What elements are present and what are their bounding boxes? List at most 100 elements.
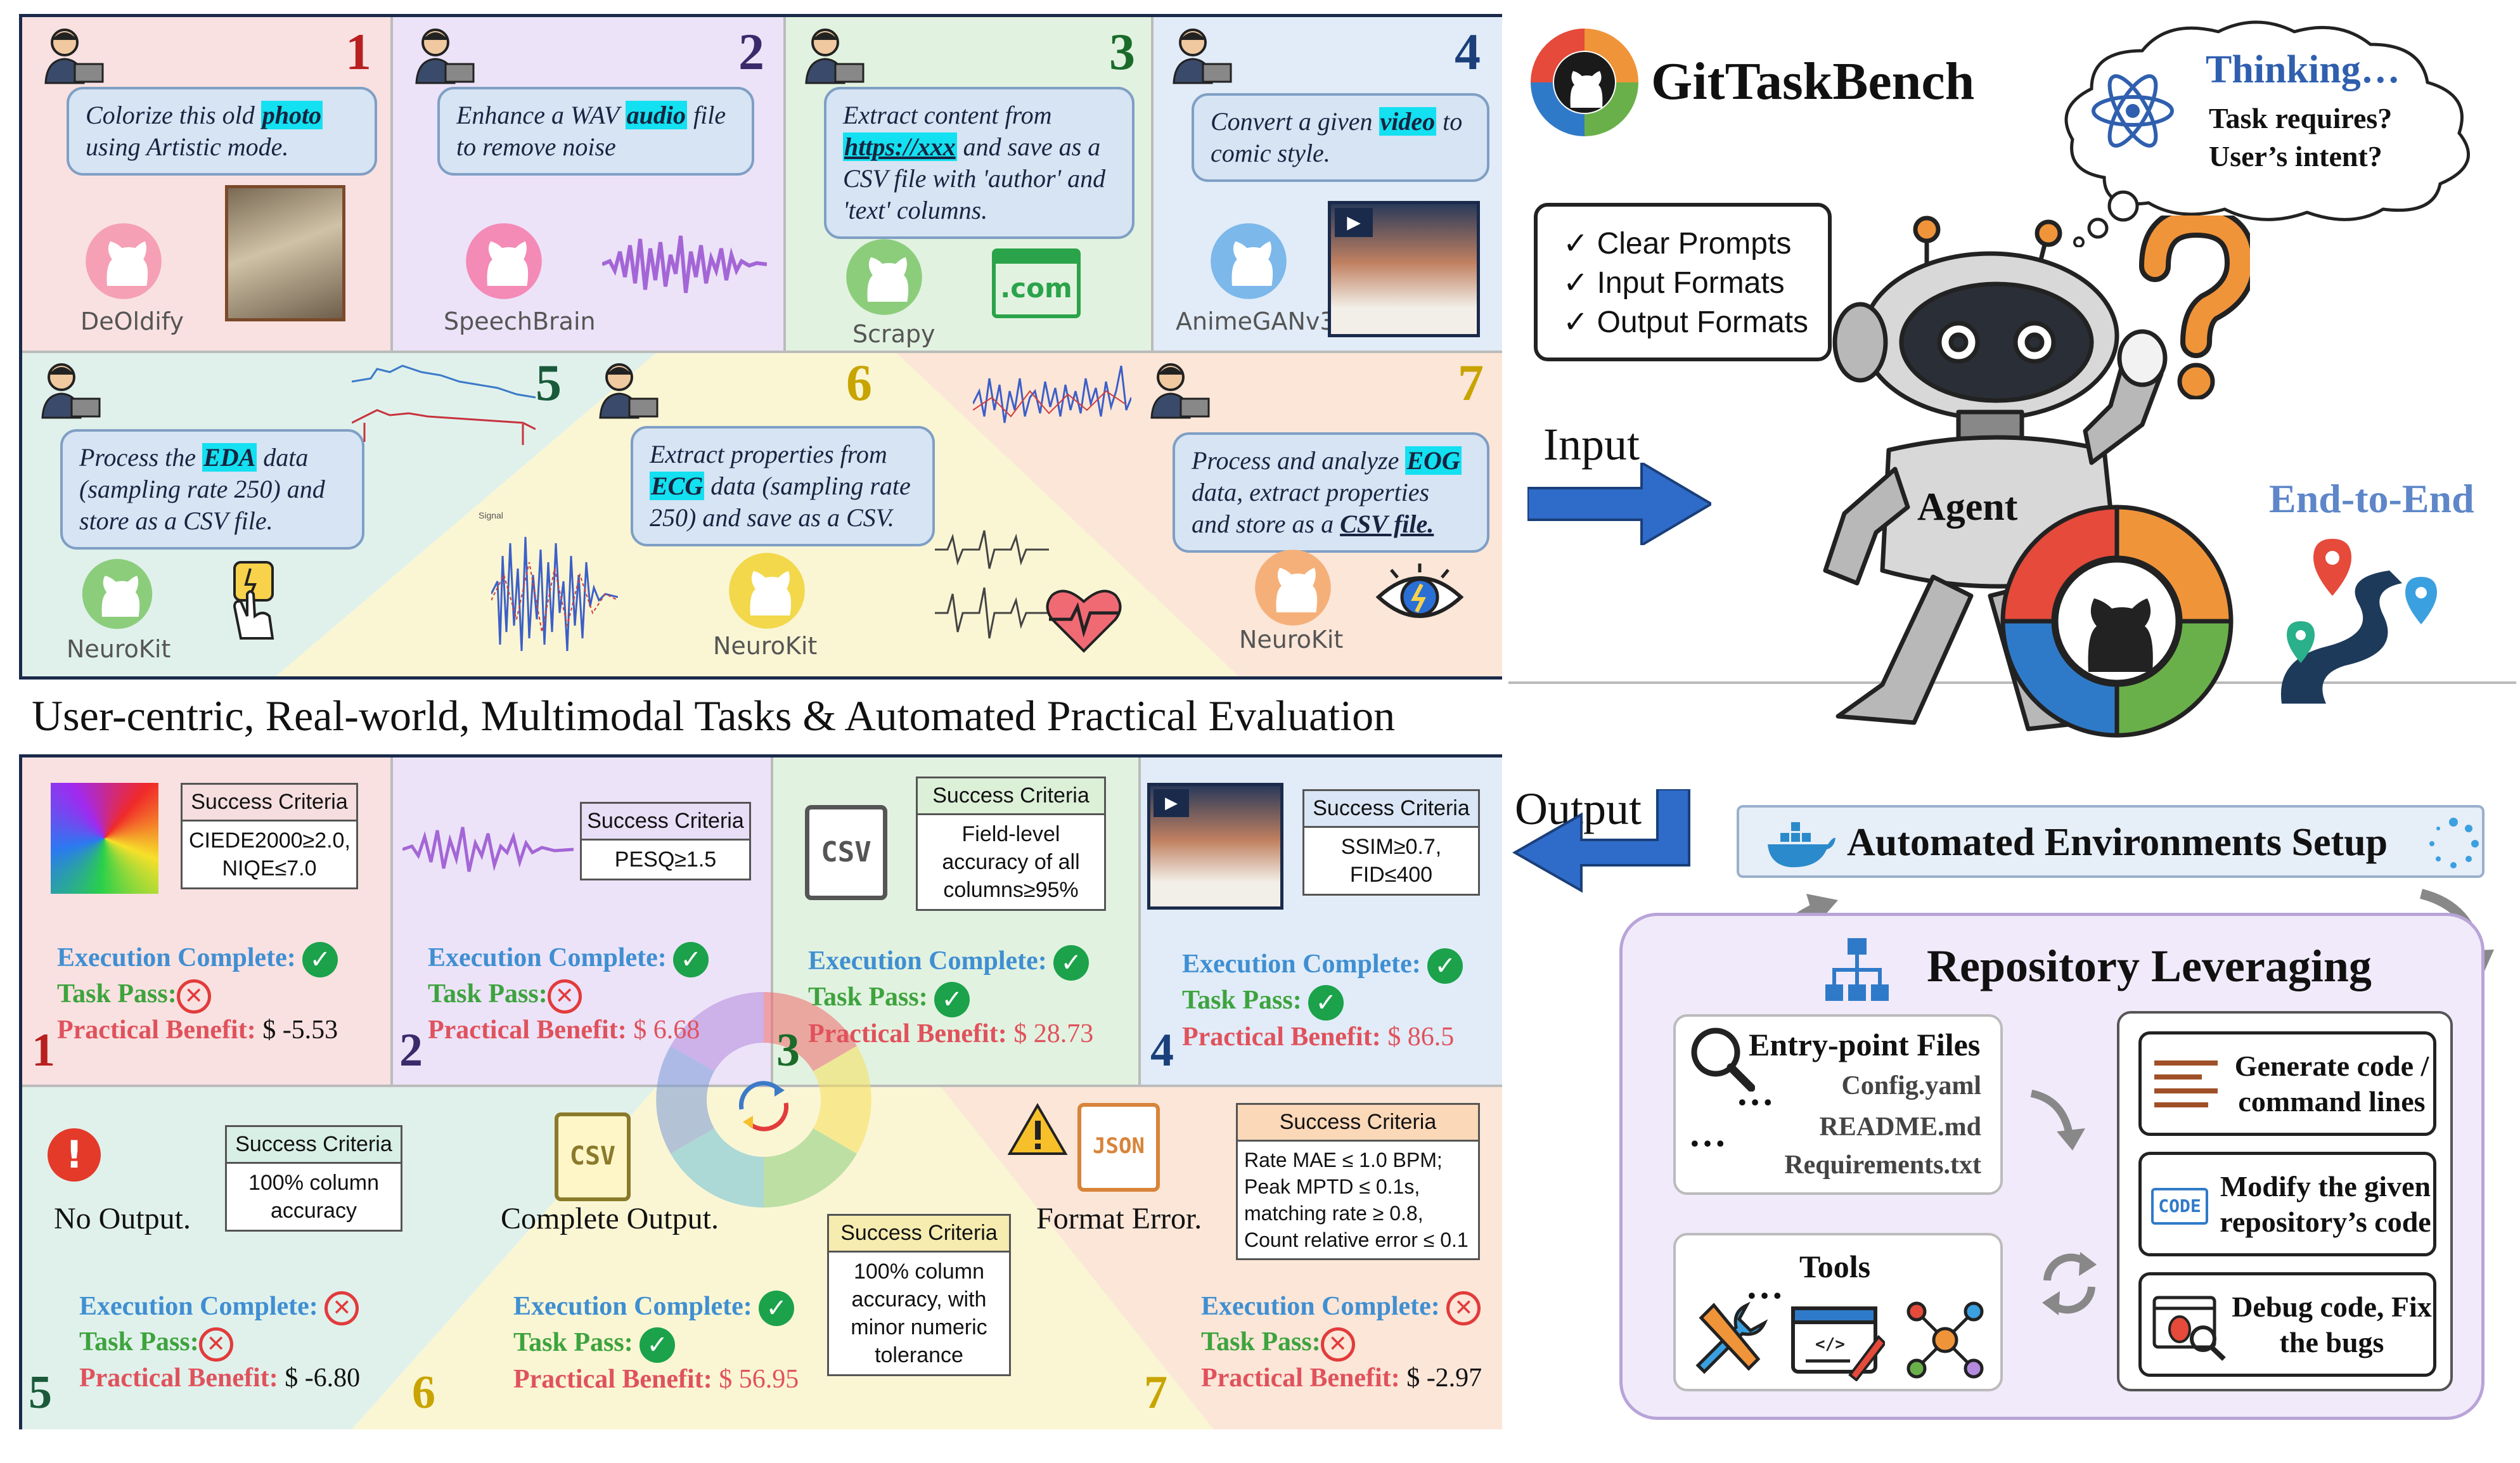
user-icon — [415, 29, 475, 84]
check-icon: ✓ — [673, 942, 709, 978]
result-summary: Execution Complete: ✕ Task Pass:✕ Practi… — [79, 1291, 361, 1393]
alert-icon: ! — [48, 1128, 101, 1182]
audio-waveform-icon — [402, 827, 574, 872]
check-icon: ✓ — [1563, 306, 1597, 339]
sync-arrows-icon — [2042, 1252, 2097, 1315]
prompt-scroll: ✓ Clear Prompts ✓ Input Formats ✓ Output… — [1534, 203, 1832, 361]
env-setup-title: Automated Environments Setup — [1847, 821, 2388, 864]
task-prompt-bubble: Colorize this old photo using Artistic m… — [67, 87, 377, 176]
thinking-line-1: Task requires? — [2209, 102, 2393, 134]
csv-file-icon: CSV — [805, 805, 887, 900]
caption-divider — [1508, 681, 2516, 684]
play-icon: ▶ — [1154, 789, 1189, 817]
input-label: Input — [1543, 419, 1640, 470]
result-number: 4 — [1150, 1024, 1174, 1076]
check-icon: ✓ — [1563, 227, 1597, 261]
result-image-1 — [51, 783, 158, 894]
figure-caption: User-centric, Real-world, Multimodal Tas… — [32, 692, 1396, 740]
video-thumbnail: ▶ — [1328, 201, 1480, 337]
flow-arrow-icon — [2030, 1090, 2085, 1150]
task-cell-3: 3 Extract content from https://xxx and s… — [786, 17, 1154, 353]
github-icon — [729, 553, 805, 629]
actions-box: Generate code / command lines CODE Modif… — [2117, 1011, 2453, 1391]
touch-sensor-icon — [233, 561, 274, 640]
audio-waveform-icon — [602, 235, 767, 293]
task-number: 6 — [846, 354, 872, 411]
top-task-panel: 1 Colorize this old photo using Artistic… — [19, 14, 1502, 680]
repo-leveraging-title: Repository Leveraging — [1927, 941, 2372, 991]
repo-label: DeOldify — [80, 307, 184, 335]
cross-icon: ✕ — [547, 979, 582, 1014]
cross-icon: ✕ — [325, 1291, 359, 1326]
network-graph-icon — [1906, 1301, 1984, 1379]
result-number: 3 — [776, 1024, 800, 1076]
check-icon: ✓ — [934, 981, 970, 1017]
github-icon — [86, 223, 162, 299]
file-name: Requirements.txt — [1784, 1150, 1981, 1180]
cross-icon: ✕ — [198, 1327, 233, 1362]
result-number: 6 — [412, 1367, 435, 1419]
task-number: 3 — [1109, 23, 1135, 81]
output-status: Complete Output. — [501, 1202, 719, 1235]
eye-icon — [1375, 564, 1464, 618]
gittaskbench-logo-icon — [1531, 29, 1638, 136]
cycle-arrows-icon — [739, 1081, 788, 1131]
repo-label: AnimeGANv3 — [1176, 307, 1335, 335]
action-debug-code: Debug code, Fix the bugs — [2138, 1272, 2436, 1377]
thought-cloud — [2064, 20, 2470, 247]
check-icon: ✓ — [759, 1291, 795, 1327]
map-pin-road-icon — [2280, 539, 2437, 704]
entry-files-title: Entry-point Files — [1749, 1027, 1981, 1062]
user-icon — [44, 29, 104, 84]
user-icon — [41, 363, 101, 419]
eog-signal-plot — [973, 365, 1131, 423]
task-number: 5 — [536, 354, 562, 411]
user-icon — [1150, 363, 1210, 419]
tools-title: Tools — [1799, 1249, 1871, 1284]
github-icon — [1211, 223, 1287, 299]
code-badge-icon: CODE — [2151, 1188, 2208, 1225]
thinking-line-2: User’s intent? — [2209, 140, 2382, 172]
github-icon — [82, 558, 153, 629]
agent-label: Agent — [1917, 486, 2018, 529]
web-page-icon: .com — [992, 248, 1081, 318]
task-prompt-bubble: Enhance a WAV audio file to remove noise — [437, 87, 754, 176]
brand-title: GitTaskBench — [1651, 52, 1975, 111]
atom-icon — [2092, 74, 2174, 148]
play-icon: ▶ — [1335, 208, 1373, 237]
task-prompt-bubble: Extract content from https://xxx and sav… — [824, 87, 1135, 239]
repo-label: Scrapy — [852, 320, 935, 348]
result-number: 1 — [32, 1024, 55, 1076]
task-cell-2: 2 Enhance a WAV audio file to remove noi… — [393, 17, 786, 353]
user-icon — [1173, 29, 1232, 84]
task-prompt-bubble: Convert a given video to comic style. — [1192, 93, 1489, 182]
repo-leveraging-panel: Repository Leveraging Entry-point Files … — [1619, 913, 2485, 1420]
docker-icon — [1768, 822, 1835, 868]
result-number: 5 — [29, 1367, 52, 1419]
result-number: 2 — [399, 1024, 423, 1076]
scroll-item: ✓ Output Formats — [1563, 306, 1809, 339]
magnifier-icon — [1691, 1028, 1755, 1092]
ellipsis: … — [1745, 1265, 1784, 1306]
github-icon — [1255, 550, 1331, 626]
eda-signal-plot — [352, 364, 536, 445]
hierarchy-icon — [1825, 938, 1889, 1001]
action-modify-code: CODE Modify the given repository’s code — [2138, 1152, 2436, 1256]
check-icon: ✓ — [1308, 984, 1344, 1021]
cross-icon: ✕ — [1320, 1327, 1355, 1362]
user-icon — [599, 363, 659, 419]
loading-spinner-icon — [2429, 818, 2479, 868]
action-generate-code: Generate code / command lines — [2138, 1031, 2436, 1136]
task-prompt-bubble: Extract properties from ECG data (sampli… — [631, 426, 935, 546]
output-status: Format Error. — [1036, 1202, 1202, 1235]
warning-icon — [1008, 1103, 1068, 1155]
check-icon: ✓ — [302, 942, 338, 978]
repo-label: NeuroKit — [1239, 626, 1344, 654]
